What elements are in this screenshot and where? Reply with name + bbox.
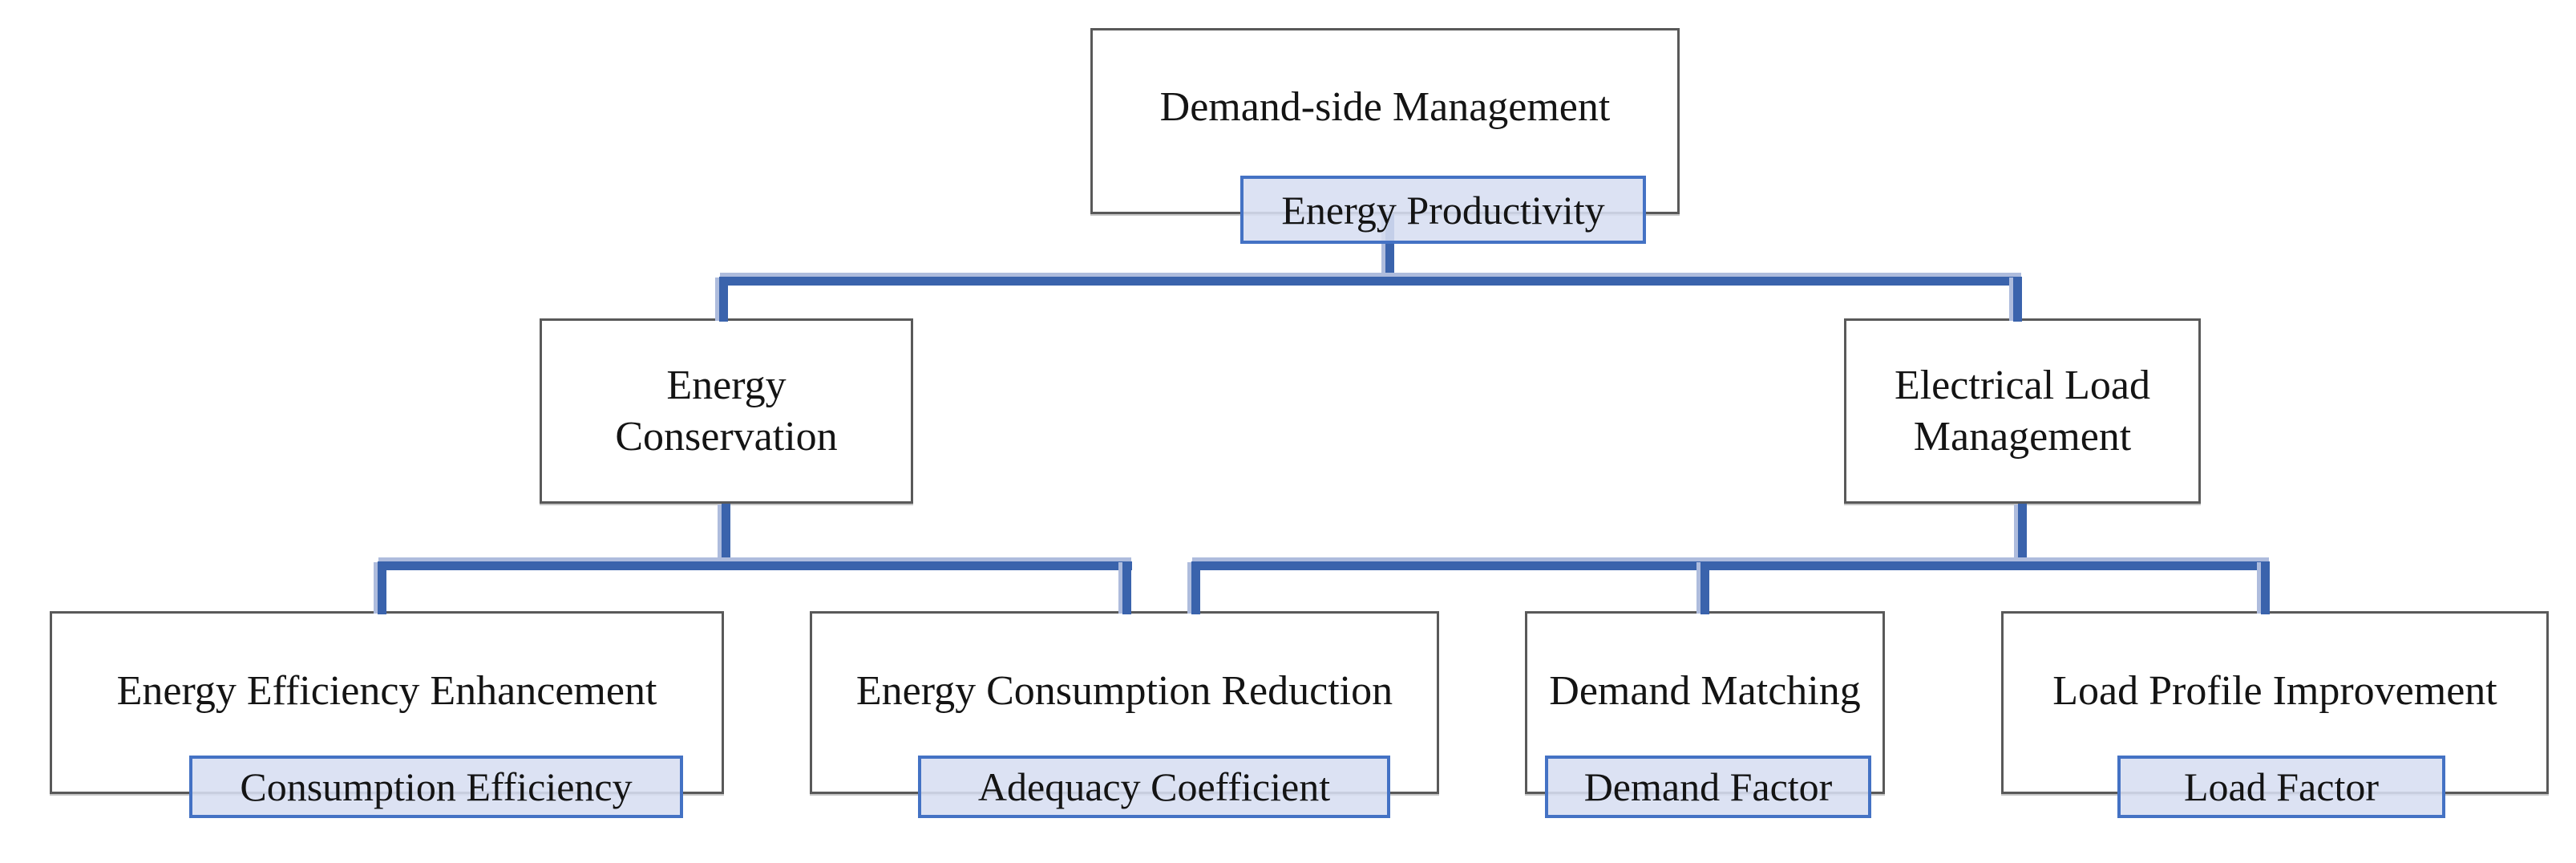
conservation-title: Energy Conservation: [615, 363, 838, 460]
connector-drop-conservation: [719, 277, 728, 322]
profile-title: Load Profile Improvement: [2052, 668, 2497, 715]
connector-drop-reduction-left: [1122, 561, 1131, 614]
metric-load-factor: Load Factor: [2117, 756, 2445, 818]
efficiency-title: Energy Efficiency Enhancement: [116, 668, 657, 715]
metric-energy-productivity: Energy Productivity: [1240, 176, 1646, 244]
matching-title: Demand Matching: [1549, 668, 1861, 715]
connector-root-stem: [1385, 214, 1394, 286]
connector-conservation-stem: [722, 504, 730, 566]
connector-drop-matching: [1700, 561, 1709, 614]
metric-adequacy-coefficient: Adequacy Coefficient: [918, 756, 1390, 818]
metric-consumption-efficiency: Consumption Efficiency: [189, 756, 683, 818]
connector-drop-reduction-right: [1191, 561, 1200, 614]
connector-drop-efficiency: [378, 561, 386, 614]
connector-load-management-rail: [1191, 561, 2270, 570]
load-management-title: Electrical Load Management: [1894, 363, 2151, 460]
connector-load-management-stem: [2018, 504, 2027, 566]
metric-demand-factor: Demand Factor: [1545, 756, 1871, 818]
load-management-box: Electrical Load Management: [1844, 318, 2201, 504]
conservation-box: Energy Conservation: [540, 318, 913, 504]
efficiency-box: Energy Efficiency Enhancement: [50, 611, 724, 794]
connector-drop-profile: [2261, 561, 2270, 614]
root-title: Demand-side Management: [1159, 84, 1611, 131]
connector-conservation-rail: [378, 561, 1132, 570]
connector-drop-load-management: [2013, 277, 2022, 322]
reduction-title: Energy Consumption Reduction: [855, 668, 1393, 715]
connector-level1-rail: [719, 277, 2022, 286]
